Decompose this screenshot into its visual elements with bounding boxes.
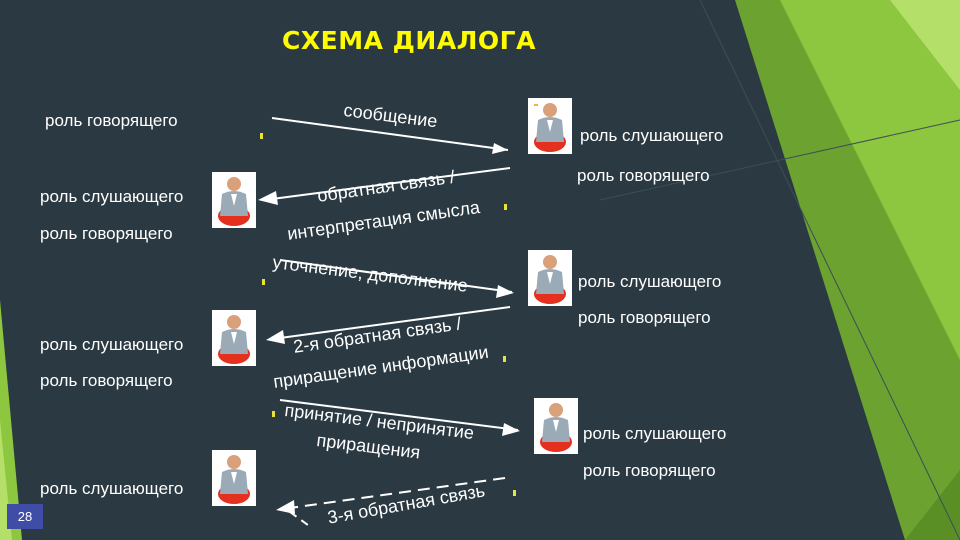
- person-icon: [528, 98, 572, 154]
- person-icon: [212, 450, 256, 506]
- role-label: роль слушающего: [580, 126, 724, 145]
- role-label: роль говорящего: [40, 371, 173, 390]
- person-icon: [212, 310, 256, 366]
- marker-dot: [262, 279, 265, 285]
- role-label: роль слушающего: [40, 335, 184, 354]
- marker-dot: [503, 356, 506, 362]
- role-label: роль говорящего: [40, 224, 173, 243]
- marker-dot: [513, 490, 516, 496]
- arrow-second-feedback: [266, 306, 511, 344]
- diagram-title: СХЕМА ДИАЛОГА: [282, 26, 536, 55]
- arrow-message: [271, 117, 509, 154]
- role-label: роль слушающего: [583, 424, 727, 443]
- person-icon: [212, 172, 256, 228]
- role-label: роль слушающего: [40, 187, 184, 206]
- role-label: роль говорящего: [577, 166, 710, 185]
- marker-dot: [272, 411, 275, 417]
- marker-dot: [260, 133, 263, 139]
- person-icon: [528, 250, 572, 306]
- arrow-clarification: [279, 259, 514, 298]
- role-label: роль говорящего: [578, 308, 711, 327]
- role-label: роль слушающего: [578, 272, 722, 291]
- person-icon: [534, 398, 578, 454]
- arrow-feedback: [258, 167, 511, 205]
- marker-dot: [504, 204, 507, 210]
- role-label: роль говорящего: [583, 461, 716, 480]
- role-label: роль слушающего: [40, 479, 184, 498]
- page-number: 28: [7, 504, 43, 529]
- arrow-acceptance: [279, 399, 520, 436]
- role-label: роль говорящего: [45, 111, 178, 130]
- arrow-third-feedback: [276, 477, 506, 529]
